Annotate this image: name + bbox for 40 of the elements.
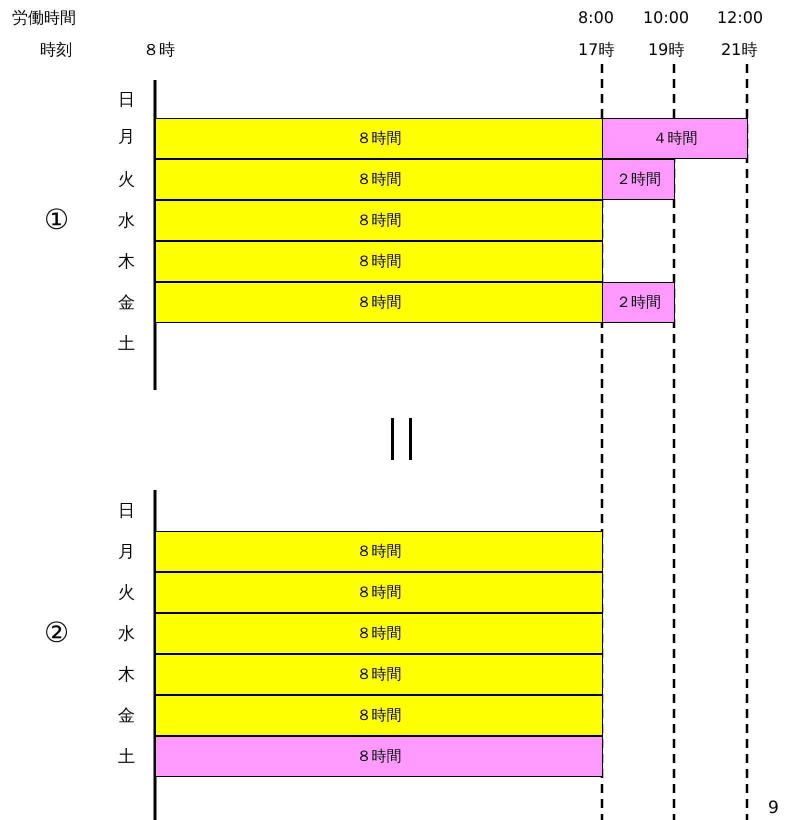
hours-bar: ８時間	[155, 695, 603, 736]
hours-bar: ８時間	[155, 282, 603, 323]
hours-bar: ２時間	[602, 159, 675, 200]
day-label: 月	[118, 542, 135, 563]
day-label: 土	[118, 747, 135, 768]
day-label: 火	[118, 583, 135, 604]
hours-bar: ８時間	[155, 572, 603, 613]
time-label: 21時	[721, 40, 758, 60]
hours-bar: ８時間	[155, 654, 603, 695]
day-label: 木	[118, 252, 135, 273]
time-label: 12:00	[717, 8, 764, 28]
day-label: 金	[118, 293, 135, 314]
hours-bar: ８時間	[155, 736, 603, 777]
hours-bar: ８時間	[155, 531, 603, 572]
day-label: 月	[118, 127, 135, 148]
hours-bar: ４時間	[602, 118, 748, 159]
time-label: ８時	[143, 40, 175, 60]
day-label: 水	[118, 624, 135, 645]
hours-bar: ８時間	[155, 200, 603, 241]
day-label: 木	[118, 665, 135, 686]
header-text: 時刻	[40, 40, 72, 60]
hours-bar: ８時間	[155, 159, 603, 200]
circled-number: ②	[44, 617, 70, 649]
time-label: 17時	[578, 40, 614, 60]
header-text: 労働時間	[12, 8, 76, 28]
time-label: 8:00	[578, 8, 614, 28]
day-label: 日	[118, 501, 135, 522]
day-label: 金	[118, 706, 135, 727]
page-number: 9	[768, 798, 779, 819]
time-label: 19時	[648, 40, 684, 60]
circled-number: ①	[44, 204, 70, 236]
time-label: 10:00	[643, 8, 690, 28]
hours-bar: ８時間	[155, 241, 603, 282]
hours-bar: ８時間	[155, 118, 603, 159]
day-label: 火	[118, 170, 135, 191]
day-label: 土	[118, 334, 135, 355]
day-label: 日	[118, 90, 135, 111]
hours-bar: ２時間	[602, 282, 675, 323]
hours-bar: ８時間	[155, 613, 603, 654]
day-label: 水	[118, 211, 135, 232]
